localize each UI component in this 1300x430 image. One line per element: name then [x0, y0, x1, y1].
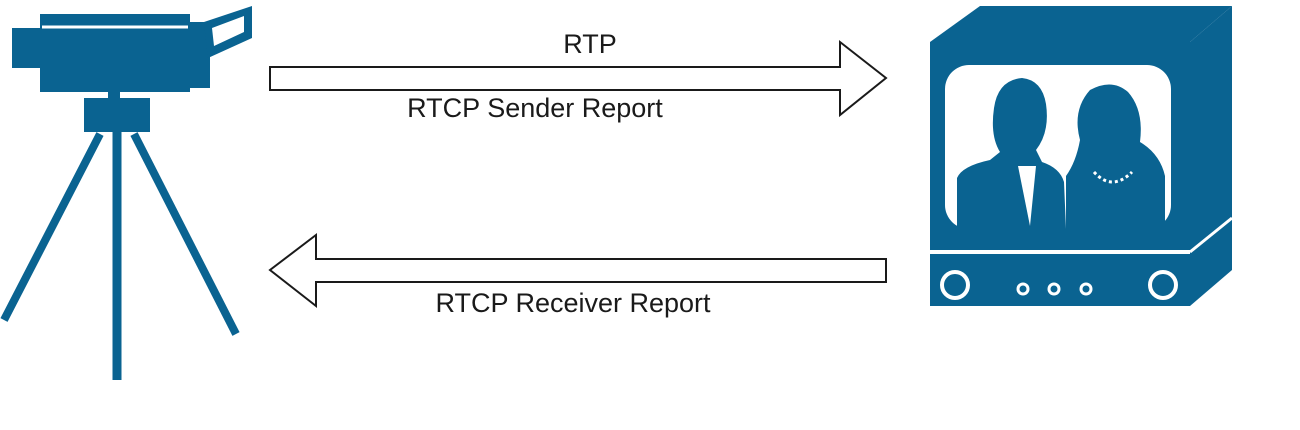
tv-button-3 [1079, 282, 1093, 296]
rtcp-sender-report-label: RTCP Sender Report [407, 93, 663, 123]
rtcp-receiver-arrow-left [268, 232, 887, 309]
woman-silhouette [1066, 84, 1165, 229]
video-camera-icon [0, 6, 252, 380]
tv-button-1 [1016, 282, 1030, 296]
tv-knob-right [1148, 270, 1178, 300]
television-icon [930, 6, 1233, 306]
rtp-arrow-right [269, 39, 888, 118]
rtcp-receiver-report-label: RTCP Receiver Report [435, 288, 711, 318]
man-silhouette [957, 78, 1066, 229]
tv-button-2 [1047, 282, 1061, 296]
rtp-label: RTP [563, 29, 617, 59]
tv-knob-left [940, 270, 970, 300]
